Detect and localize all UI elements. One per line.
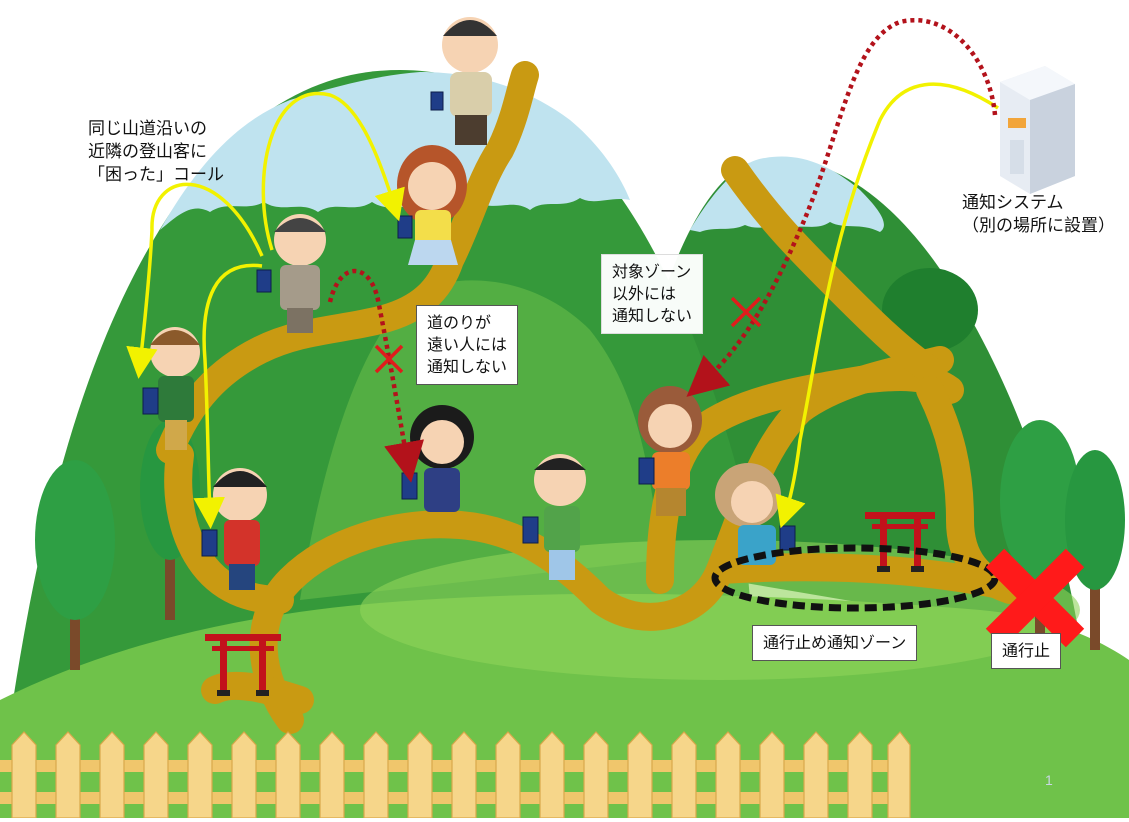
notify-arrows [126,82,999,529]
closure-zone-label: 通行止め通知ゾーン [752,625,918,661]
hiker-top [430,17,498,145]
far-hiker-note: 道のりが 遠い人には 通知しない [416,305,519,385]
system-note: 通知システム （別の場所に設置） [962,193,1115,236]
call-note: 同じ山道沿いの 近隣の登山客に 「困った」コール [88,119,224,185]
not-notified-mark [374,296,762,374]
hiker-glasses-man [201,468,267,590]
fence-icon [0,731,911,819]
closure-zone-outline [711,544,999,612]
hiker-woman-long-hair [397,145,467,265]
server-icon [1000,66,1075,194]
hiker-schoolgirl [401,405,474,512]
hiker-woman-red-glasses [715,463,796,565]
road-closed-label: 通行止 [991,633,1062,669]
hiker-caller [256,214,326,333]
mountain-trails [156,61,1024,734]
page-number: 1 [1045,772,1053,788]
blocked-arrows [327,18,998,483]
torii-icon [205,512,935,696]
blocked-cross-icon [985,548,1085,648]
hiker-woman-orange [638,386,702,516]
hiker-left-boy [142,327,200,450]
hiker-boy-glasses [522,454,586,580]
zone-note: 対象ゾーン 以外には 通知しない [601,254,704,334]
